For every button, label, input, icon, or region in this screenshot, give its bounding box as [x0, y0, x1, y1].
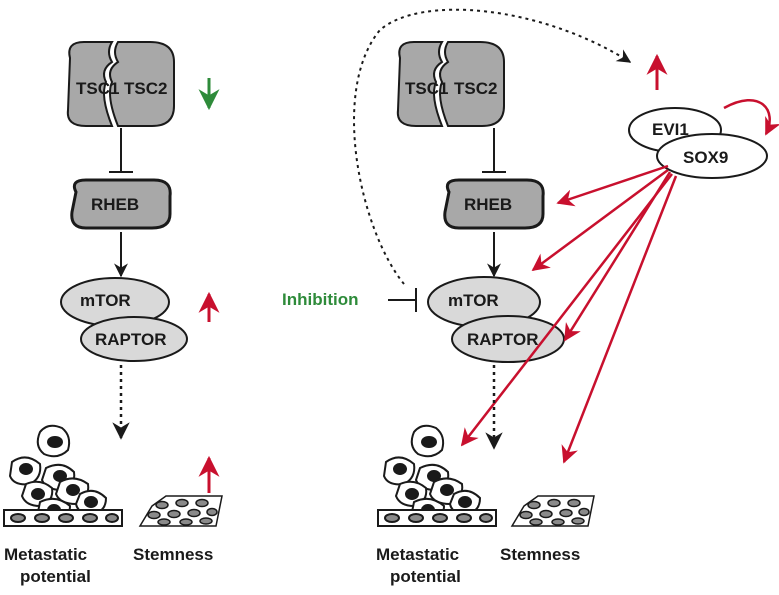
right-stemness-label: Stemness	[500, 545, 580, 564]
right-rheb-label: RHEB	[464, 195, 512, 214]
right-metastatic-label-2: potential	[390, 567, 461, 586]
left-rheb-shape	[70, 178, 172, 230]
right-tsc-complex: TSC1 TSC2	[396, 41, 505, 127]
left-raptor-label: RAPTOR	[95, 330, 166, 349]
left-raptor-shape	[80, 316, 188, 362]
left-metastatic-cells	[3, 424, 123, 527]
sox9-target-arrows	[460, 164, 678, 464]
left-metastatic-label-2: potential	[20, 567, 91, 586]
sox9-label: SOX9	[683, 148, 728, 167]
right-rheb-shape	[443, 178, 545, 230]
right-panel: TSC1 TSC2 RHEB mTOR RAPTOR Inhibition EV…	[282, 8, 779, 586]
left-tsc-complex: TSC1 TSC2	[66, 41, 175, 127]
evi1-self-loop-arrow	[723, 99, 779, 136]
left-tsc1-shape	[66, 41, 114, 127]
right-tsc2-shape	[439, 41, 505, 127]
sox9-shape	[656, 133, 768, 179]
left-panel: TSC1 TSC2 RHEB mTOR RAPTOR	[3, 41, 223, 586]
sox9-to-rheb-arrow	[556, 164, 669, 207]
right-metastatic-label-1: Metastatic	[376, 545, 459, 564]
right-stemness-cells	[510, 495, 595, 527]
right-tsc1-shape	[396, 41, 444, 127]
left-rheb-label: RHEB	[91, 195, 139, 214]
right-tsc2-label: TSC2	[454, 79, 497, 98]
left-tsc1-label: TSC1	[76, 79, 119, 98]
right-metastatic-cells	[377, 424, 497, 527]
inhibition-label: Inhibition	[282, 290, 358, 309]
evi1-label: EVI1	[652, 120, 689, 139]
left-tsc2-label: TSC2	[124, 79, 167, 98]
left-mtor-label: mTOR	[80, 291, 131, 310]
left-metastatic-label-1: Metastatic	[4, 545, 87, 564]
left-stemness-cells	[138, 495, 223, 527]
left-stemness-label: Stemness	[133, 545, 213, 564]
right-tsc1-label: TSC1	[405, 79, 448, 98]
right-mtor-label: mTOR	[448, 291, 499, 310]
right-raptor-label: RAPTOR	[467, 330, 538, 349]
left-tsc2-shape	[109, 41, 175, 127]
feedback-dotted-arrow	[353, 8, 632, 285]
sox9-to-mtor-arrow	[531, 168, 669, 272]
sox9-to-stemness-arrow	[561, 175, 678, 464]
sox9-to-metastasis-arrow	[460, 173, 673, 447]
